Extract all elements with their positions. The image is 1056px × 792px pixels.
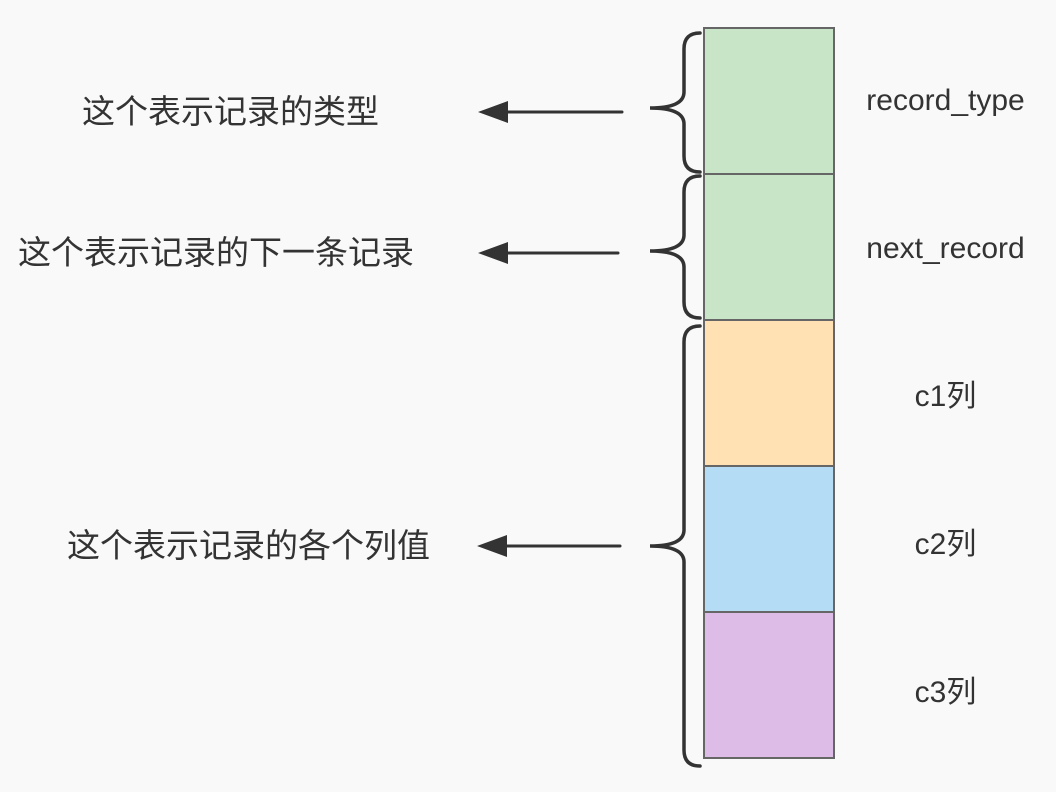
block-c3-column: [703, 611, 835, 759]
block-record-type: [703, 27, 835, 175]
annotation-next-record: 这个表示记录的下一条记录: [18, 234, 414, 271]
arrowhead-columns: [477, 535, 507, 557]
block-next-record: [703, 173, 835, 321]
annotation-column-values: 这个表示记录的各个列值: [67, 527, 430, 564]
block-c1-column: [703, 319, 835, 467]
label-next-record: next_record: [866, 232, 1025, 265]
label-c3-column: c3列: [914, 676, 977, 709]
label-record-type: record_type: [866, 84, 1025, 117]
arrowhead-next-record: [478, 242, 508, 264]
arrowhead-record-type: [478, 101, 508, 123]
label-c1-column: c1列: [914, 380, 977, 413]
brace-columns-group: [649, 324, 702, 768]
label-c2-column: c2列: [914, 528, 977, 561]
block-c2-column: [703, 465, 835, 613]
brace-next-record: [649, 174, 702, 320]
annotation-record-type: 这个表示记录的类型: [82, 93, 379, 130]
brace-record-type: [649, 31, 702, 174]
record-block-column: [703, 27, 835, 759]
